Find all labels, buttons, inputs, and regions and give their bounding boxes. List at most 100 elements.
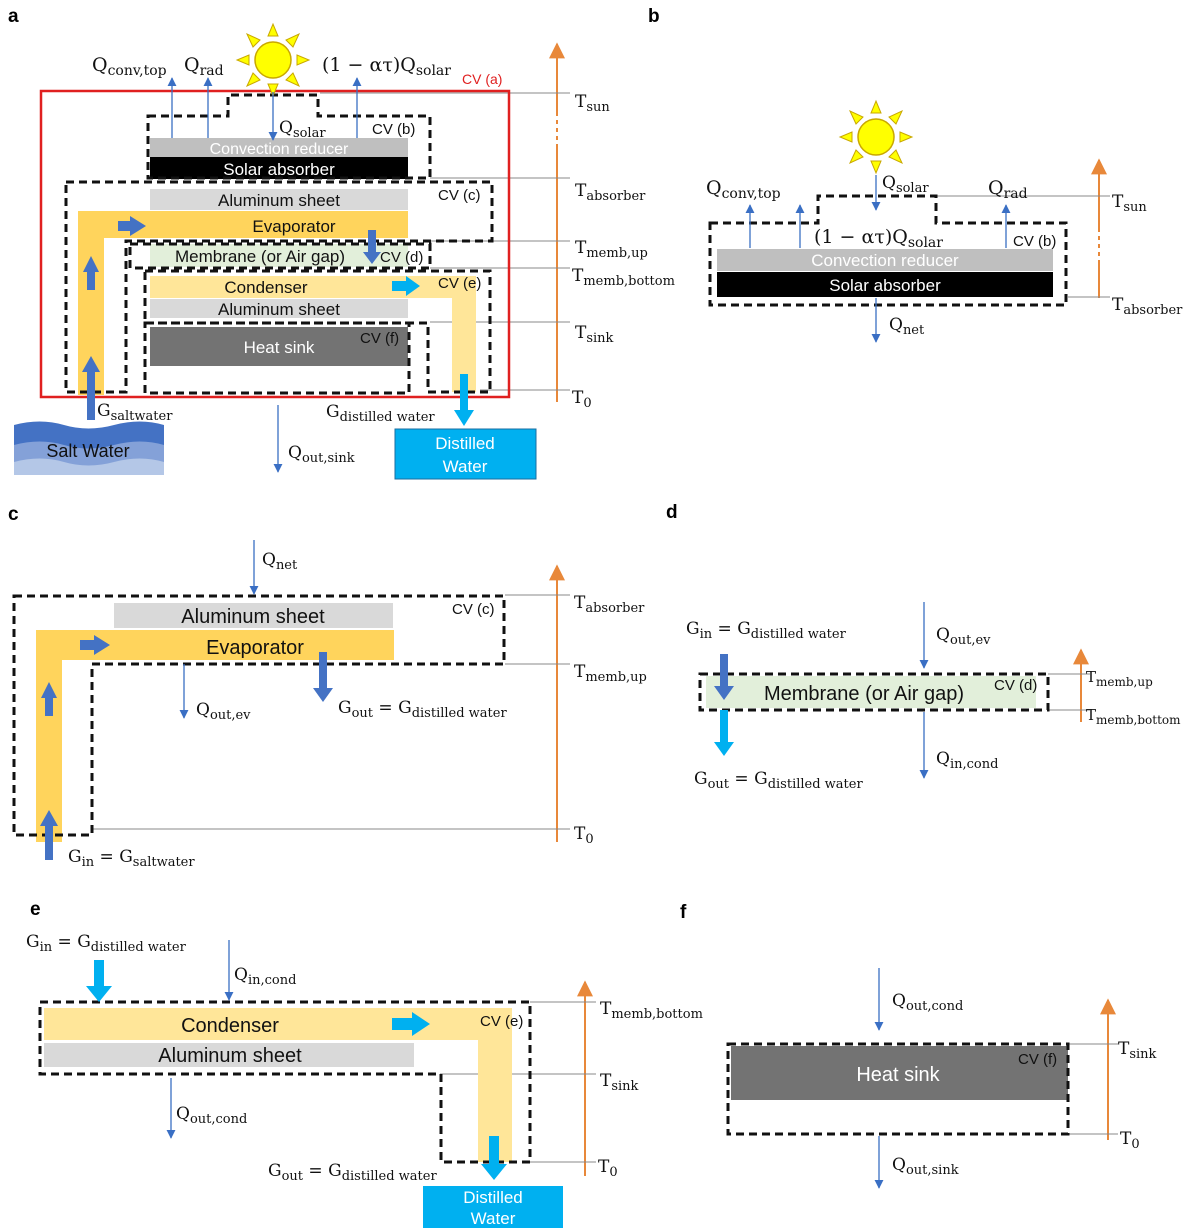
condenser-e bbox=[44, 1008, 512, 1162]
svg-text:Tabsorber: Tabsorber bbox=[1112, 295, 1183, 318]
cv-c-boundary-a bbox=[64, 180, 494, 394]
evaporator-flow-arrow-c bbox=[80, 635, 110, 655]
membrane-d-label: Membrane (or Air gap) bbox=[764, 683, 964, 705]
aluminum-sheet-c-label: Aluminum sheet bbox=[181, 606, 325, 628]
svg-text:Qout,sink: Qout,sink bbox=[892, 1155, 959, 1178]
heat-sink-a-label: Heat sink bbox=[244, 338, 315, 357]
cv-b-label-b: CV (b) bbox=[1013, 233, 1056, 250]
svg-text:Gdistilled water: Gdistilled water bbox=[326, 402, 435, 425]
svg-text:Tsink: Tsink bbox=[575, 323, 614, 346]
aluminum-sheet-e bbox=[44, 1043, 414, 1067]
convection-reducer-b bbox=[717, 249, 1053, 271]
panel-c: c Aluminum sheet Evaporator CV (c) Qnet … bbox=[8, 504, 647, 870]
aluminum-sheet-c bbox=[114, 603, 393, 628]
aluminum-sheet-a-bottom-label: Aluminum sheet bbox=[218, 300, 340, 319]
heat-sink-a bbox=[150, 327, 408, 366]
distilled-in-arrow-d bbox=[714, 654, 734, 700]
panel-c-label: c bbox=[8, 504, 19, 525]
cv-f-boundary-f bbox=[726, 1042, 1070, 1136]
evaporator-c bbox=[36, 630, 394, 842]
svg-text:Qconv,top: Qconv,top bbox=[92, 54, 167, 79]
distilled-water-e-line1: Distilled bbox=[463, 1188, 523, 1207]
svg-text:Tmemb,up: Tmemb,up bbox=[575, 238, 648, 261]
svg-text:T0: T0 bbox=[572, 388, 592, 411]
svg-text:Gout = Gdistilled water: Gout = Gdistilled water bbox=[338, 698, 507, 721]
svg-text:(1 − ατ)Qsolar: (1 − ατ)Qsolar bbox=[322, 54, 451, 79]
distilled-out-arrow-c bbox=[313, 652, 333, 702]
panel-b-label: b bbox=[648, 6, 660, 27]
panel-d: d Membrane (or Air gap) CV (d) Gin = Gdi… bbox=[666, 502, 1181, 792]
cv-c-label-c: CV (c) bbox=[452, 601, 495, 618]
cv-e-label-e: CV (e) bbox=[480, 1013, 523, 1030]
panel-f: f Heat sink CV (f) Qout,cond Qout,sink T… bbox=[680, 902, 1157, 1189]
svg-text:Tabsorber: Tabsorber bbox=[575, 181, 646, 204]
svg-text:Tsink: Tsink bbox=[600, 1071, 639, 1094]
svg-text:Qout,cond: Qout,cond bbox=[176, 1104, 247, 1127]
cv-c-label-a: CV (c) bbox=[438, 187, 481, 204]
svg-text:Tmemb,up: Tmemb,up bbox=[574, 662, 647, 685]
condenser-flow-arrow-e bbox=[392, 1012, 430, 1036]
svg-text:T0: T0 bbox=[574, 824, 594, 847]
panel-b: b Convection reducer Solar absorber CV (… bbox=[648, 6, 1183, 343]
heat-sink-f-label: Heat sink bbox=[856, 1064, 940, 1086]
solar-absorber-a bbox=[150, 157, 408, 179]
cv-f-label-f: CV (f) bbox=[1018, 1051, 1057, 1068]
cv-d-label-a: CV (d) bbox=[380, 249, 423, 266]
condenser-flow-arrow-a bbox=[392, 276, 420, 296]
membrane-a-label: Membrane (or Air gap) bbox=[175, 247, 345, 266]
sun-icon-a bbox=[236, 23, 310, 97]
svg-text:T0: T0 bbox=[598, 1157, 618, 1180]
condenser-a-label: Condenser bbox=[224, 278, 308, 297]
distilled-water-e-line2: Water bbox=[471, 1209, 516, 1228]
svg-text:Gin = Gsaltwater: Gin = Gsaltwater bbox=[68, 847, 195, 870]
distilled-water-box-e bbox=[423, 1186, 563, 1228]
svg-text:Qin,cond: Qin,cond bbox=[936, 749, 998, 772]
svg-text:Tmemb,bottom: Tmemb,bottom bbox=[572, 266, 675, 289]
evaporator-a-label: Evaporator bbox=[252, 217, 335, 236]
svg-text:Gin = Gdistilled water: Gin = Gdistilled water bbox=[686, 619, 847, 642]
svg-text:Qout,ev: Qout,ev bbox=[936, 625, 991, 648]
panel-e: e Condenser Aluminum sheet CV (e) Distil… bbox=[26, 899, 703, 1228]
solar-absorber-a-label: Solar absorber bbox=[223, 160, 335, 179]
solar-absorber-b bbox=[717, 272, 1053, 297]
aluminum-sheet-a-top-label: Aluminum sheet bbox=[218, 191, 340, 210]
cv-e-boundary-a bbox=[143, 269, 492, 394]
panel-a: a Convection reducer Solar absorber Alum… bbox=[8, 6, 675, 480]
cv-c-boundary-c bbox=[12, 594, 506, 837]
distilled-outflow-arrow-a bbox=[454, 374, 474, 426]
solar-absorber-b-label: Solar absorber bbox=[829, 276, 941, 295]
evaporator-flow-arrow-a bbox=[118, 216, 146, 236]
distilled-water-a-line2: Water bbox=[443, 457, 488, 476]
condenser-a bbox=[150, 276, 476, 392]
cv-a-label: CV (a) bbox=[462, 71, 502, 87]
aluminum-sheet-a-top bbox=[150, 189, 408, 210]
distilled-out-arrow-d bbox=[714, 710, 734, 756]
cv-e-label-a: CV (e) bbox=[438, 275, 481, 292]
sun-icon-b bbox=[839, 100, 913, 174]
svg-text:Gsaltwater: Gsaltwater bbox=[97, 401, 173, 424]
evaporator-a bbox=[78, 211, 408, 395]
svg-text:Gout = Gdistilled water: Gout = Gdistilled water bbox=[694, 769, 863, 792]
svg-text:Qnet: Qnet bbox=[889, 315, 925, 338]
cv-b-label-a: CV (b) bbox=[372, 121, 415, 138]
saltwater-up-arrow-a bbox=[83, 256, 99, 290]
distilled-water-a-line1: Distilled bbox=[435, 434, 495, 453]
saltwater-inlet-arrow-a bbox=[82, 356, 100, 420]
cv-b-boundary-a bbox=[146, 93, 432, 180]
cv-d-label-d: CV (d) bbox=[994, 677, 1037, 694]
distilled-out-arrow-e bbox=[481, 1136, 507, 1180]
svg-text:Tmemb,bottom: Tmemb,bottom bbox=[600, 999, 703, 1022]
cv-d-boundary-a bbox=[128, 242, 432, 270]
svg-text:Qsolar: Qsolar bbox=[279, 118, 326, 141]
aluminum-sheet-e-label: Aluminum sheet bbox=[158, 1045, 302, 1067]
svg-text:Qconv,top: Qconv,top bbox=[706, 177, 781, 202]
condenser-e-label: Condenser bbox=[181, 1015, 279, 1037]
svg-text:Qout,sink: Qout,sink bbox=[288, 443, 355, 466]
panel-a-label: a bbox=[8, 6, 19, 27]
convection-reducer-a bbox=[150, 138, 408, 157]
svg-text:Qin,cond: Qin,cond bbox=[234, 965, 296, 988]
svg-text:Qnet: Qnet bbox=[262, 550, 298, 573]
cv-f-boundary-a bbox=[143, 321, 411, 395]
saltwater-up-arrow-c bbox=[41, 682, 57, 716]
